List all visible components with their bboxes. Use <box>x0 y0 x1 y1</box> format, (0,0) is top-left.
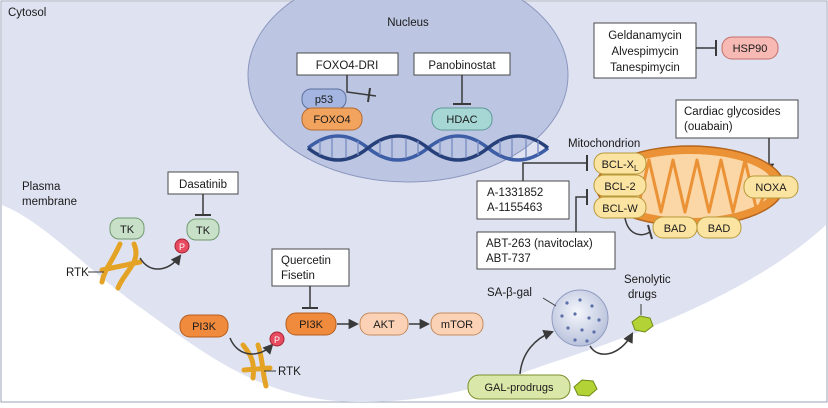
rtk-receptor-2 <box>240 342 273 389</box>
akt-label: AKT <box>373 319 395 331</box>
tk-receptor-node <box>109 217 145 240</box>
rtk-label-1: RTK <box>66 267 89 279</box>
foxo4-label: FOXO4 <box>313 114 350 126</box>
phospho-label-2: P <box>274 335 280 345</box>
nucleus-label: Nucleus <box>387 17 429 29</box>
dasatinib-label: Dasatinib <box>179 179 227 191</box>
abt-compounds-box <box>476 231 616 270</box>
foxo4-dri-label: FOXO4-DRI <box>316 60 379 72</box>
gal-prodrugs-label: GAL-prodrugs <box>484 382 554 394</box>
cytosol-label: Cytosol <box>8 7 46 19</box>
plasma-membrane-label-line1: Plasma <box>22 181 61 193</box>
bcl-xl-subscript: L <box>634 164 639 173</box>
pi3k-active-label: PI3K <box>299 319 324 331</box>
hdac-label: HDAC <box>446 114 477 126</box>
senolytic-drugs-line2: drugs <box>628 289 657 301</box>
bcl-w-label: BCL-W <box>602 203 638 215</box>
abt-263-label: ABT-263 (navitoclax) <box>486 238 593 250</box>
phospho-1 <box>174 238 190 254</box>
sa-beta-gal-label: SA-β-gal <box>487 287 532 299</box>
cardiac-glycosides-line2: (ouabain) <box>684 121 733 133</box>
hsp90-label: HSP90 <box>733 43 768 55</box>
a-1155463-label: A-1155463 <box>487 202 542 214</box>
panobinostat-label: Panobinostat <box>428 60 496 72</box>
dna-helix <box>306 134 550 162</box>
quercetin-fisetin-box <box>271 248 350 287</box>
tk-active-label: TK <box>196 225 211 237</box>
bcl-xl-node <box>593 152 647 175</box>
cytosol-region <box>2 2 826 402</box>
mtor-node <box>430 312 484 336</box>
geldanamycin-label: Geldanamycin <box>608 30 682 42</box>
akt-node <box>359 312 409 336</box>
bad-label-2: BAD <box>708 223 731 235</box>
quercetin-label: Quercetin <box>281 255 331 267</box>
senolytic-drug-hexagon <box>631 315 654 333</box>
mitochondrion-label: Mitochondrion <box>568 138 640 150</box>
mtor-label: mTOR <box>441 319 473 331</box>
phospho-label-1: P <box>179 242 185 252</box>
bcl-2-label: BCL-2 <box>604 181 635 193</box>
hdac-node <box>431 107 493 131</box>
senolytic-drugs-line1: Senolytic <box>624 274 671 286</box>
hsp90-node <box>721 36 779 60</box>
cardiac-glycosides-box <box>675 99 799 139</box>
p53-label: p53 <box>315 94 333 106</box>
sa-beta-gal-vesicle <box>551 289 609 347</box>
pi3k-active-node <box>285 312 337 336</box>
tk-receptor-label: TK <box>120 224 135 236</box>
foxo4-node <box>301 107 363 131</box>
noxa-label: NOXA <box>755 182 787 194</box>
bad-label-1: BAD <box>664 223 687 235</box>
gal-prodrug-hexagon <box>573 379 598 397</box>
phospho-2 <box>269 331 285 347</box>
bcl-w-node <box>593 196 647 219</box>
plasma-membrane-label-line2: membrane <box>22 196 77 208</box>
hsp90-inhibitors-box <box>593 22 697 79</box>
fisetin-label: Fisetin <box>281 270 315 282</box>
alvespimycin-label: Alvespimycin <box>611 46 678 58</box>
a-compounds-box <box>476 180 570 220</box>
cardiac-glycosides-line1: Cardiac glycosides <box>684 106 781 118</box>
tk-active-node <box>186 218 220 241</box>
abt-737-label: ABT-737 <box>486 253 531 265</box>
pi3k-receptor-label: PI3K <box>192 321 217 333</box>
pi3k-receptor-node <box>179 314 229 338</box>
bcl-xl-main: BCL-X <box>602 159 635 171</box>
noxa-node <box>743 175 799 199</box>
sa-beta-gal-particles <box>560 298 601 343</box>
bad-node-2 <box>696 216 742 239</box>
bcl-xl-label: BCL-XL <box>602 159 639 173</box>
bcl-2-node <box>593 174 647 197</box>
rtk-label-2: RTK <box>278 366 301 378</box>
tanespimycin-label: Tanespimycin <box>610 62 680 74</box>
rtk-receptor-1 <box>99 241 143 291</box>
a-1331852-label: A-1331852 <box>487 187 543 199</box>
gal-prodrugs-node <box>467 374 571 400</box>
